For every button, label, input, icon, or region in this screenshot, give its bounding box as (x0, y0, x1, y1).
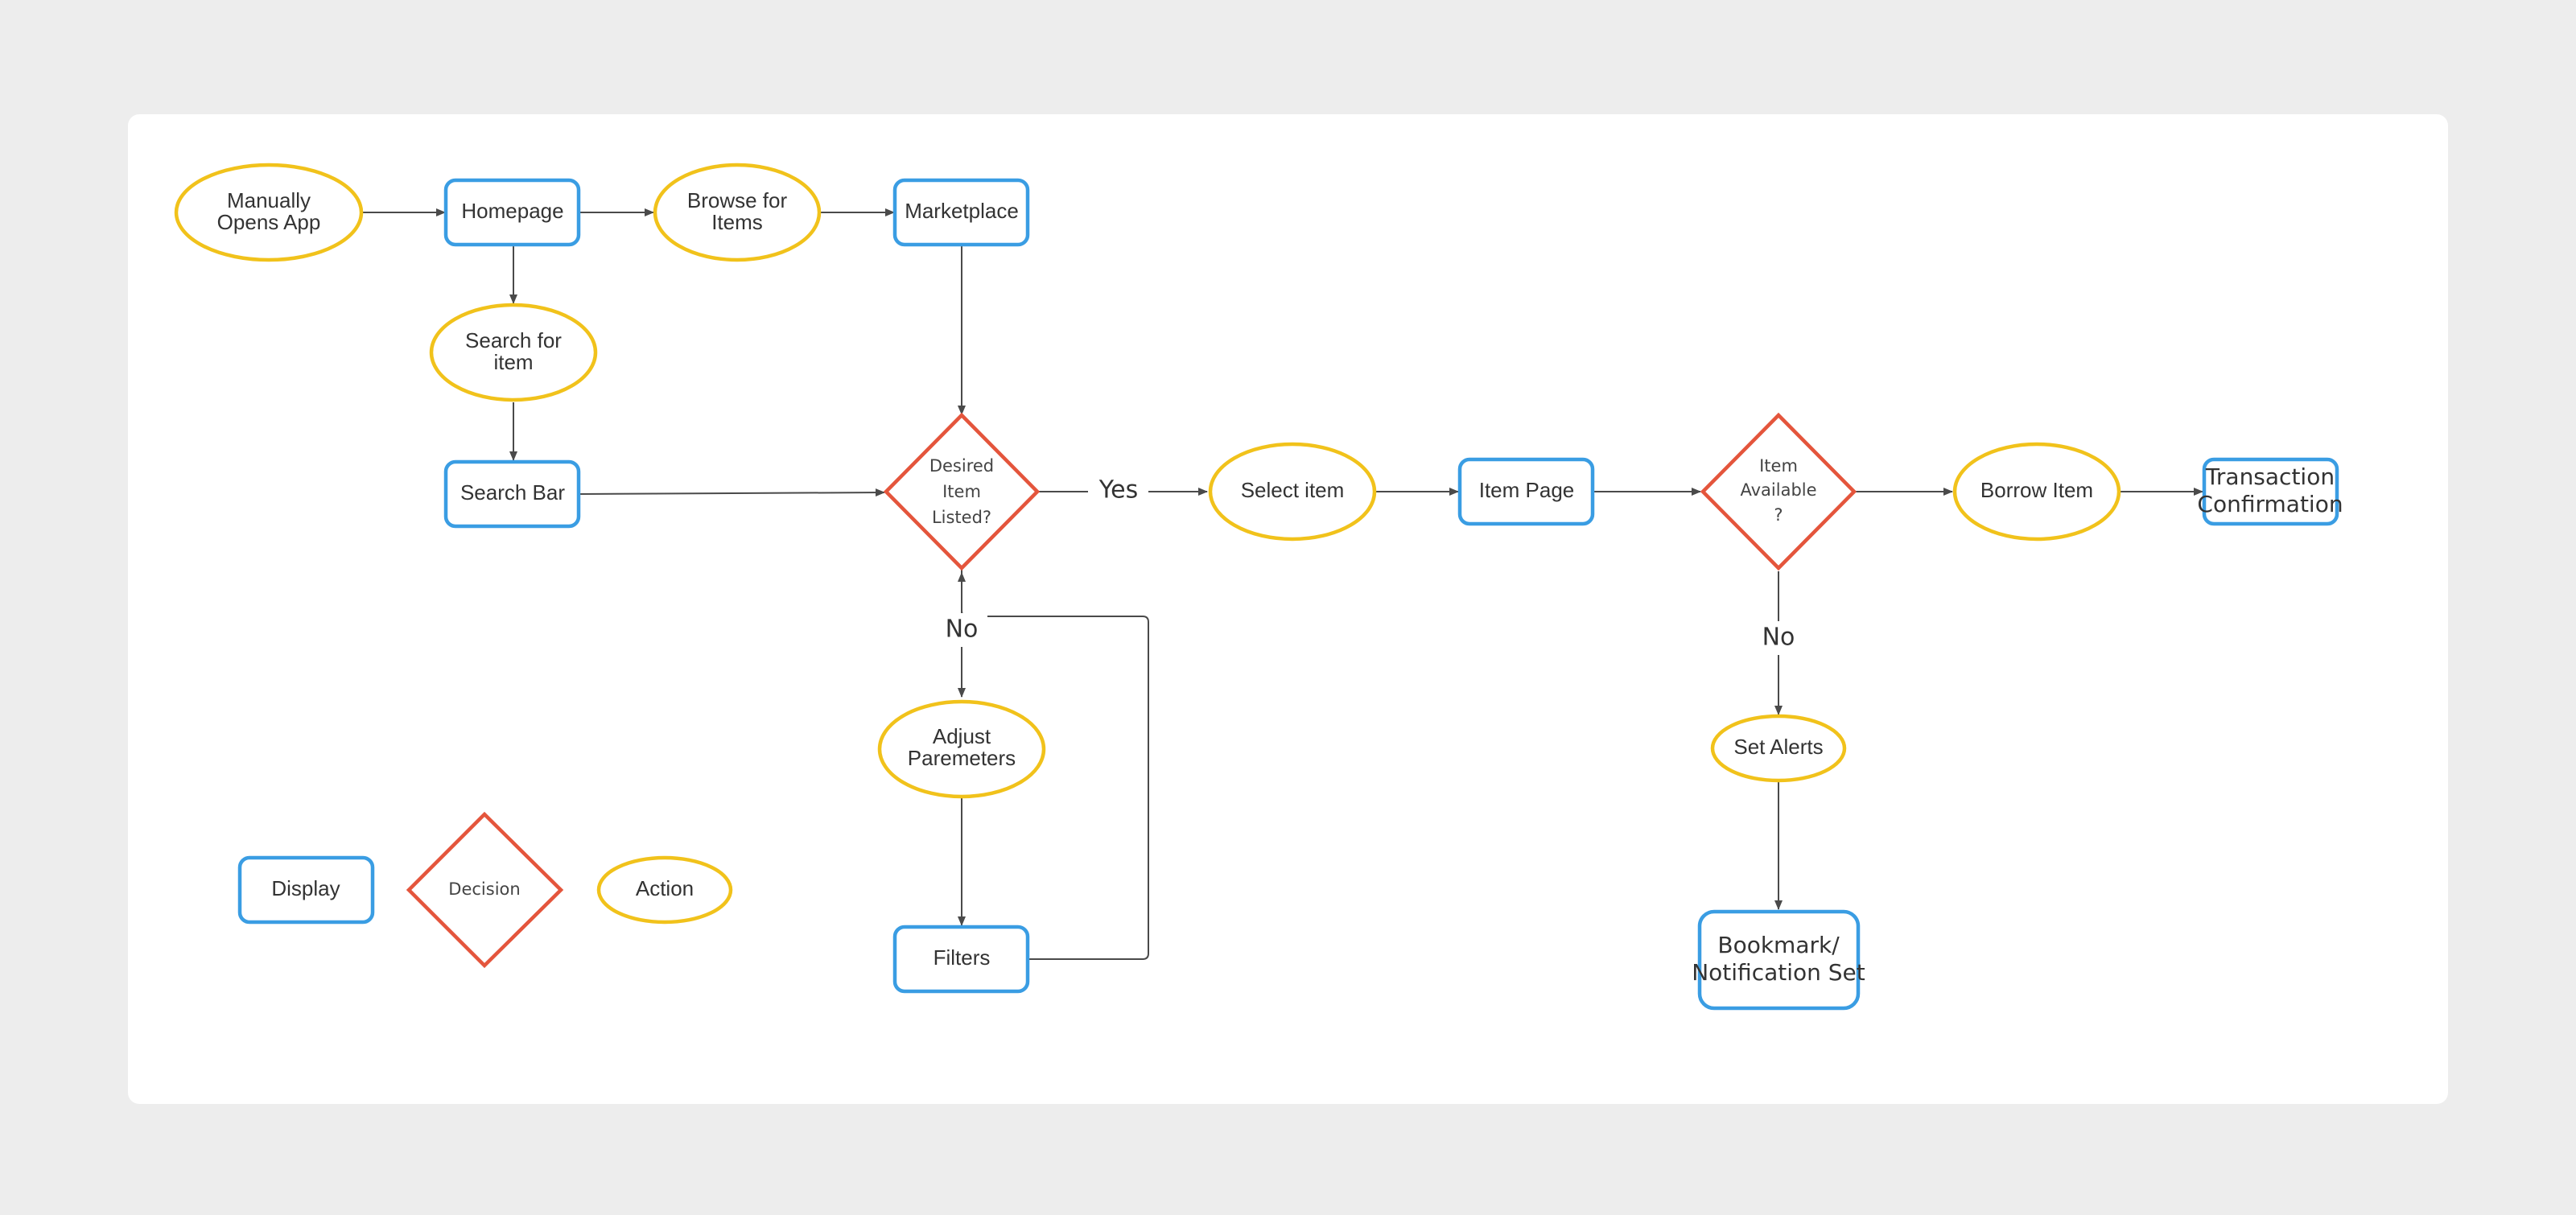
node-label: Bookmark/ (1717, 932, 1840, 958)
edge-searchbar-to-decision (579, 488, 885, 497)
node-label: Search for (465, 328, 562, 352)
node-browse-for-items[interactable]: Browse for Items (653, 163, 822, 262)
node-bookmark-notification-set[interactable]: Bookmark/ Notification Set (1692, 909, 1865, 1011)
node-label: Listed? (932, 508, 991, 527)
edge-label-yes: Yes (1098, 476, 1138, 505)
node-item-page[interactable]: Item Page (1457, 457, 1595, 526)
node-label: Notification Set (1692, 959, 1865, 986)
legend: Display Decision Action (237, 811, 733, 969)
node-select-item[interactable]: Select item (1208, 442, 1377, 542)
node-label: Set Alerts (1733, 735, 1823, 759)
node-label: Homepage (461, 199, 563, 223)
node-borrow-item[interactable]: Borrow Item (1952, 442, 2121, 542)
node-manually-opens-app[interactable]: Manually Opens App (174, 163, 364, 262)
node-label: Item (1759, 456, 1798, 476)
legend-decision: Decision (406, 811, 564, 969)
node-label: Marketplace (905, 199, 1019, 223)
node-desired-item-listed-decision[interactable]: Desired Item Listed? (883, 412, 1041, 571)
node-label: Confirmation (2197, 491, 2343, 517)
node-label: Item Page (1479, 478, 1575, 502)
node-label: Browse for (687, 188, 788, 212)
node-set-alerts[interactable]: Set Alerts (1710, 714, 1847, 783)
node-label: Items (711, 210, 763, 234)
node-label: Desired (929, 456, 994, 476)
node-search-bar[interactable]: Search Bar (443, 459, 581, 529)
node-label: Adjust (933, 724, 991, 748)
node-label: item (493, 350, 533, 374)
node-label: Borrow Item (1980, 478, 2093, 502)
legend-display-label: Display (271, 876, 340, 900)
node-marketplace[interactable]: Marketplace (892, 178, 1030, 247)
edge-label-no-available: No (1762, 624, 1795, 652)
node-label: Available (1740, 480, 1816, 500)
node-label: Select item (1241, 478, 1345, 502)
edge-label-no-desired: No (946, 616, 979, 644)
node-label: Manually (227, 188, 311, 212)
node-label: Transaction (2205, 463, 2335, 490)
node-homepage[interactable]: Homepage (443, 178, 581, 247)
node-adjust-parameters[interactable]: Adjust Paremeters (877, 699, 1046, 799)
node-label: Search Bar (460, 480, 565, 505)
node-label: ? (1774, 505, 1783, 525)
legend-action: Action (596, 855, 733, 925)
node-label: Filters (934, 945, 991, 970)
legend-action-label: Action (636, 876, 694, 900)
node-item-available-decision[interactable]: Item Available ? (1700, 412, 1857, 571)
node-label: Opens App (217, 210, 321, 234)
node-filters[interactable]: Filters (892, 925, 1030, 994)
legend-decision-label: Decision (448, 879, 520, 899)
node-label: Item (942, 482, 981, 501)
connectors (363, 208, 2203, 960)
legend-display: Display (237, 855, 375, 925)
diagram-board (128, 114, 2448, 1104)
node-transaction-confirmation[interactable]: Transaction Confirmation (2197, 457, 2343, 526)
node-label: Paremeters (908, 746, 1016, 770)
node-search-for-item[interactable]: Search for item (429, 303, 598, 402)
